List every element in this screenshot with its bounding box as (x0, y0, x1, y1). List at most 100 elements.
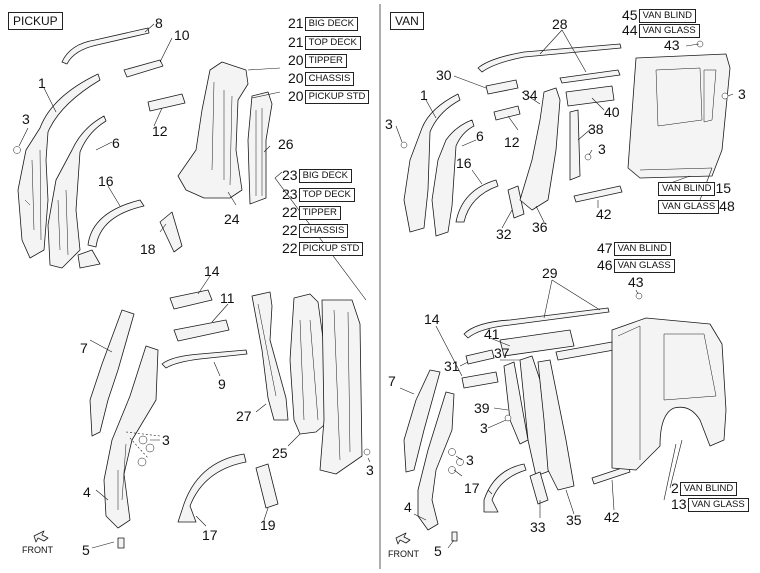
part-4-a-pillar-lower (103, 345, 159, 529)
callout-39: 39 (474, 400, 490, 416)
part-3-bolt-c (137, 457, 147, 467)
part-3-clip (13, 146, 21, 154)
callout-42-b: 42 (604, 509, 620, 525)
callout-11: 11 (220, 290, 235, 306)
part-9-strip (161, 349, 248, 369)
front-arrow-pickup (33, 530, 49, 543)
callout-4-van: 4 (404, 499, 412, 515)
callout-37: 37 (494, 345, 510, 361)
front-label-van: FRONT (388, 549, 419, 559)
part-28-roof-rail-a (477, 43, 622, 73)
callout-3-van-c: 3 (598, 141, 606, 157)
callout-14: 14 (204, 263, 220, 279)
part-4-van-a-pillar-lower (417, 391, 455, 531)
part-17-van-wheel-arch (483, 463, 527, 513)
part-32-gusset (507, 185, 525, 219)
callout-43: 43 (664, 37, 680, 53)
callout-10: 10 (174, 27, 190, 43)
callout-7-van: 7 (388, 373, 396, 389)
part-42-sill-strip (573, 185, 623, 203)
section-title-pickup: PICKUP (8, 12, 63, 30)
part-12-bracket (147, 93, 186, 112)
part-36-b-pillar (519, 87, 561, 211)
callout-17: 17 (202, 527, 218, 543)
part-16-wheel-arch (87, 199, 145, 248)
part-3-bolt-a (138, 435, 148, 445)
callout-38: 38 (588, 121, 604, 137)
part-39-pillar (503, 361, 529, 445)
callout-3-van-b: 3 (385, 116, 393, 132)
part-3-clip-van-c (721, 92, 729, 100)
part-33-gusset (529, 471, 549, 505)
callout-16-van: 16 (456, 155, 472, 171)
part-3-bolt-b (145, 443, 155, 453)
callout-28: 28 (552, 16, 568, 32)
callout-14-van: 14 (424, 311, 440, 327)
part-42-van-sill (591, 465, 631, 485)
part-16-arch-tail (77, 249, 101, 269)
part-3-clip-van-b (584, 153, 592, 161)
part-28-roof-rail-b (559, 69, 621, 84)
part-18-gusset (159, 211, 183, 253)
callout-32: 32 (496, 226, 512, 242)
callout-30: 30 (436, 67, 452, 83)
part-3-bolt-van-a (448, 448, 456, 456)
callout-40: 40 (604, 104, 620, 120)
callout-26: 26 (278, 136, 294, 152)
callout-27: 27 (236, 408, 252, 424)
part-35-b-pillar-outer (537, 359, 575, 491)
part-5-van-screw (451, 531, 458, 542)
callout-3-c: 3 (366, 462, 374, 478)
front-arrow-van (395, 532, 411, 545)
part-38-pillar (569, 109, 581, 181)
callout-1-van: 1 (420, 87, 428, 103)
callout-33: 33 (530, 519, 546, 535)
part-cab-back-panel (319, 299, 363, 475)
part-van-side-body (611, 317, 727, 471)
part-10-rail (123, 59, 164, 78)
callout-3-van-d: 3 (480, 420, 488, 436)
part-8-roof-strip (61, 27, 150, 65)
callout-5-van: 5 (434, 543, 442, 559)
callout-42: 42 (596, 206, 612, 222)
part-19-gusset (255, 463, 279, 509)
part-1-van-a-pillar (403, 93, 461, 233)
callout-17-van: 17 (464, 480, 480, 496)
callout-36: 36 (532, 219, 548, 235)
part-25-b-pillar (289, 293, 331, 435)
part-14-rail (169, 289, 213, 310)
part-3-bolt-van-c (448, 466, 456, 474)
callout-8: 8 (155, 15, 163, 31)
callout-6-van: 6 (476, 128, 484, 144)
part-3-clip-van-a (400, 141, 408, 149)
part-7-a-pillar-outer (89, 309, 135, 437)
callout-12: 12 (152, 123, 168, 139)
callout-1: 1 (38, 75, 46, 91)
callout-29: 29 (542, 265, 558, 281)
callout-24: 24 (224, 211, 240, 227)
callout-3-van-a: 3 (738, 86, 746, 102)
part-17-wheel-arch (177, 453, 247, 523)
callout-43-b: 43 (628, 274, 644, 290)
part-van-side-panel (627, 53, 731, 179)
callout-6: 6 (112, 135, 120, 151)
callout-35: 35 (566, 512, 582, 528)
part-40-rail (565, 85, 615, 107)
part-6-a-pillar-inner (47, 115, 107, 269)
part-1-a-pillar (17, 73, 101, 259)
callout-41: 41 (484, 326, 500, 342)
part-11-rail (173, 319, 230, 342)
